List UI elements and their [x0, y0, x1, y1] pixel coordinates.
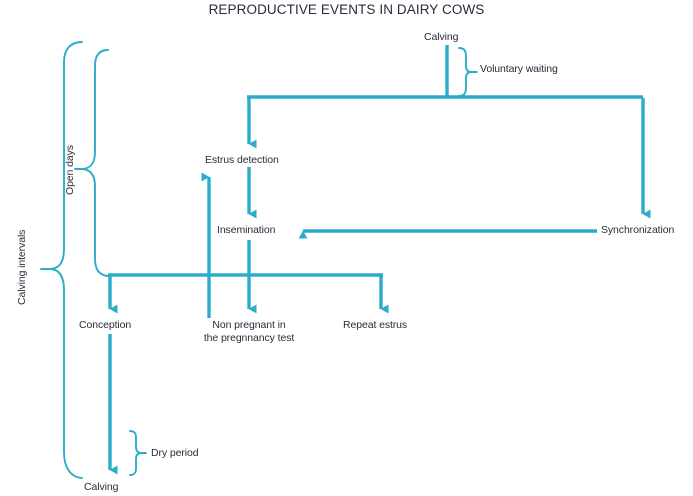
brace-dry-period	[129, 430, 142, 476]
node-label-non-pregnant: Non pregnant in the pregnnancy test	[186, 319, 312, 344]
brace-calving-intervals	[50, 41, 83, 479]
node-label-calving-top: Calving	[424, 31, 459, 43]
node-label-conception: Conception	[79, 319, 132, 331]
bracket-label-open-days: Open days	[64, 145, 76, 195]
bracket-label-dry-period: Dry period	[151, 447, 199, 459]
node-label-calving-bottom: Calving	[84, 481, 119, 493]
node-label-estrus-detection: Estrus detection	[205, 154, 279, 166]
bracket-label-voluntary-waiting: Voluntary waiting	[480, 63, 558, 75]
node-label-synchronization: Synchronization	[601, 224, 675, 236]
page-title: REPRODUCTIVE EVENTS IN DAIRY COWS	[208, 2, 485, 17]
brace-voluntary-waiting	[458, 47, 472, 97]
brace-open-days	[82, 49, 109, 277]
node-label-insemination: Insemination	[217, 224, 276, 236]
node-label-repeat-estrus: Repeat estrus	[343, 319, 408, 331]
non-pregnant-line-1: Non pregnant in	[212, 319, 286, 331]
bracket-label-calving-intervals: Calving intervals	[16, 229, 28, 305]
non-pregnant-line-2: the pregnnancy test	[203, 331, 295, 344]
